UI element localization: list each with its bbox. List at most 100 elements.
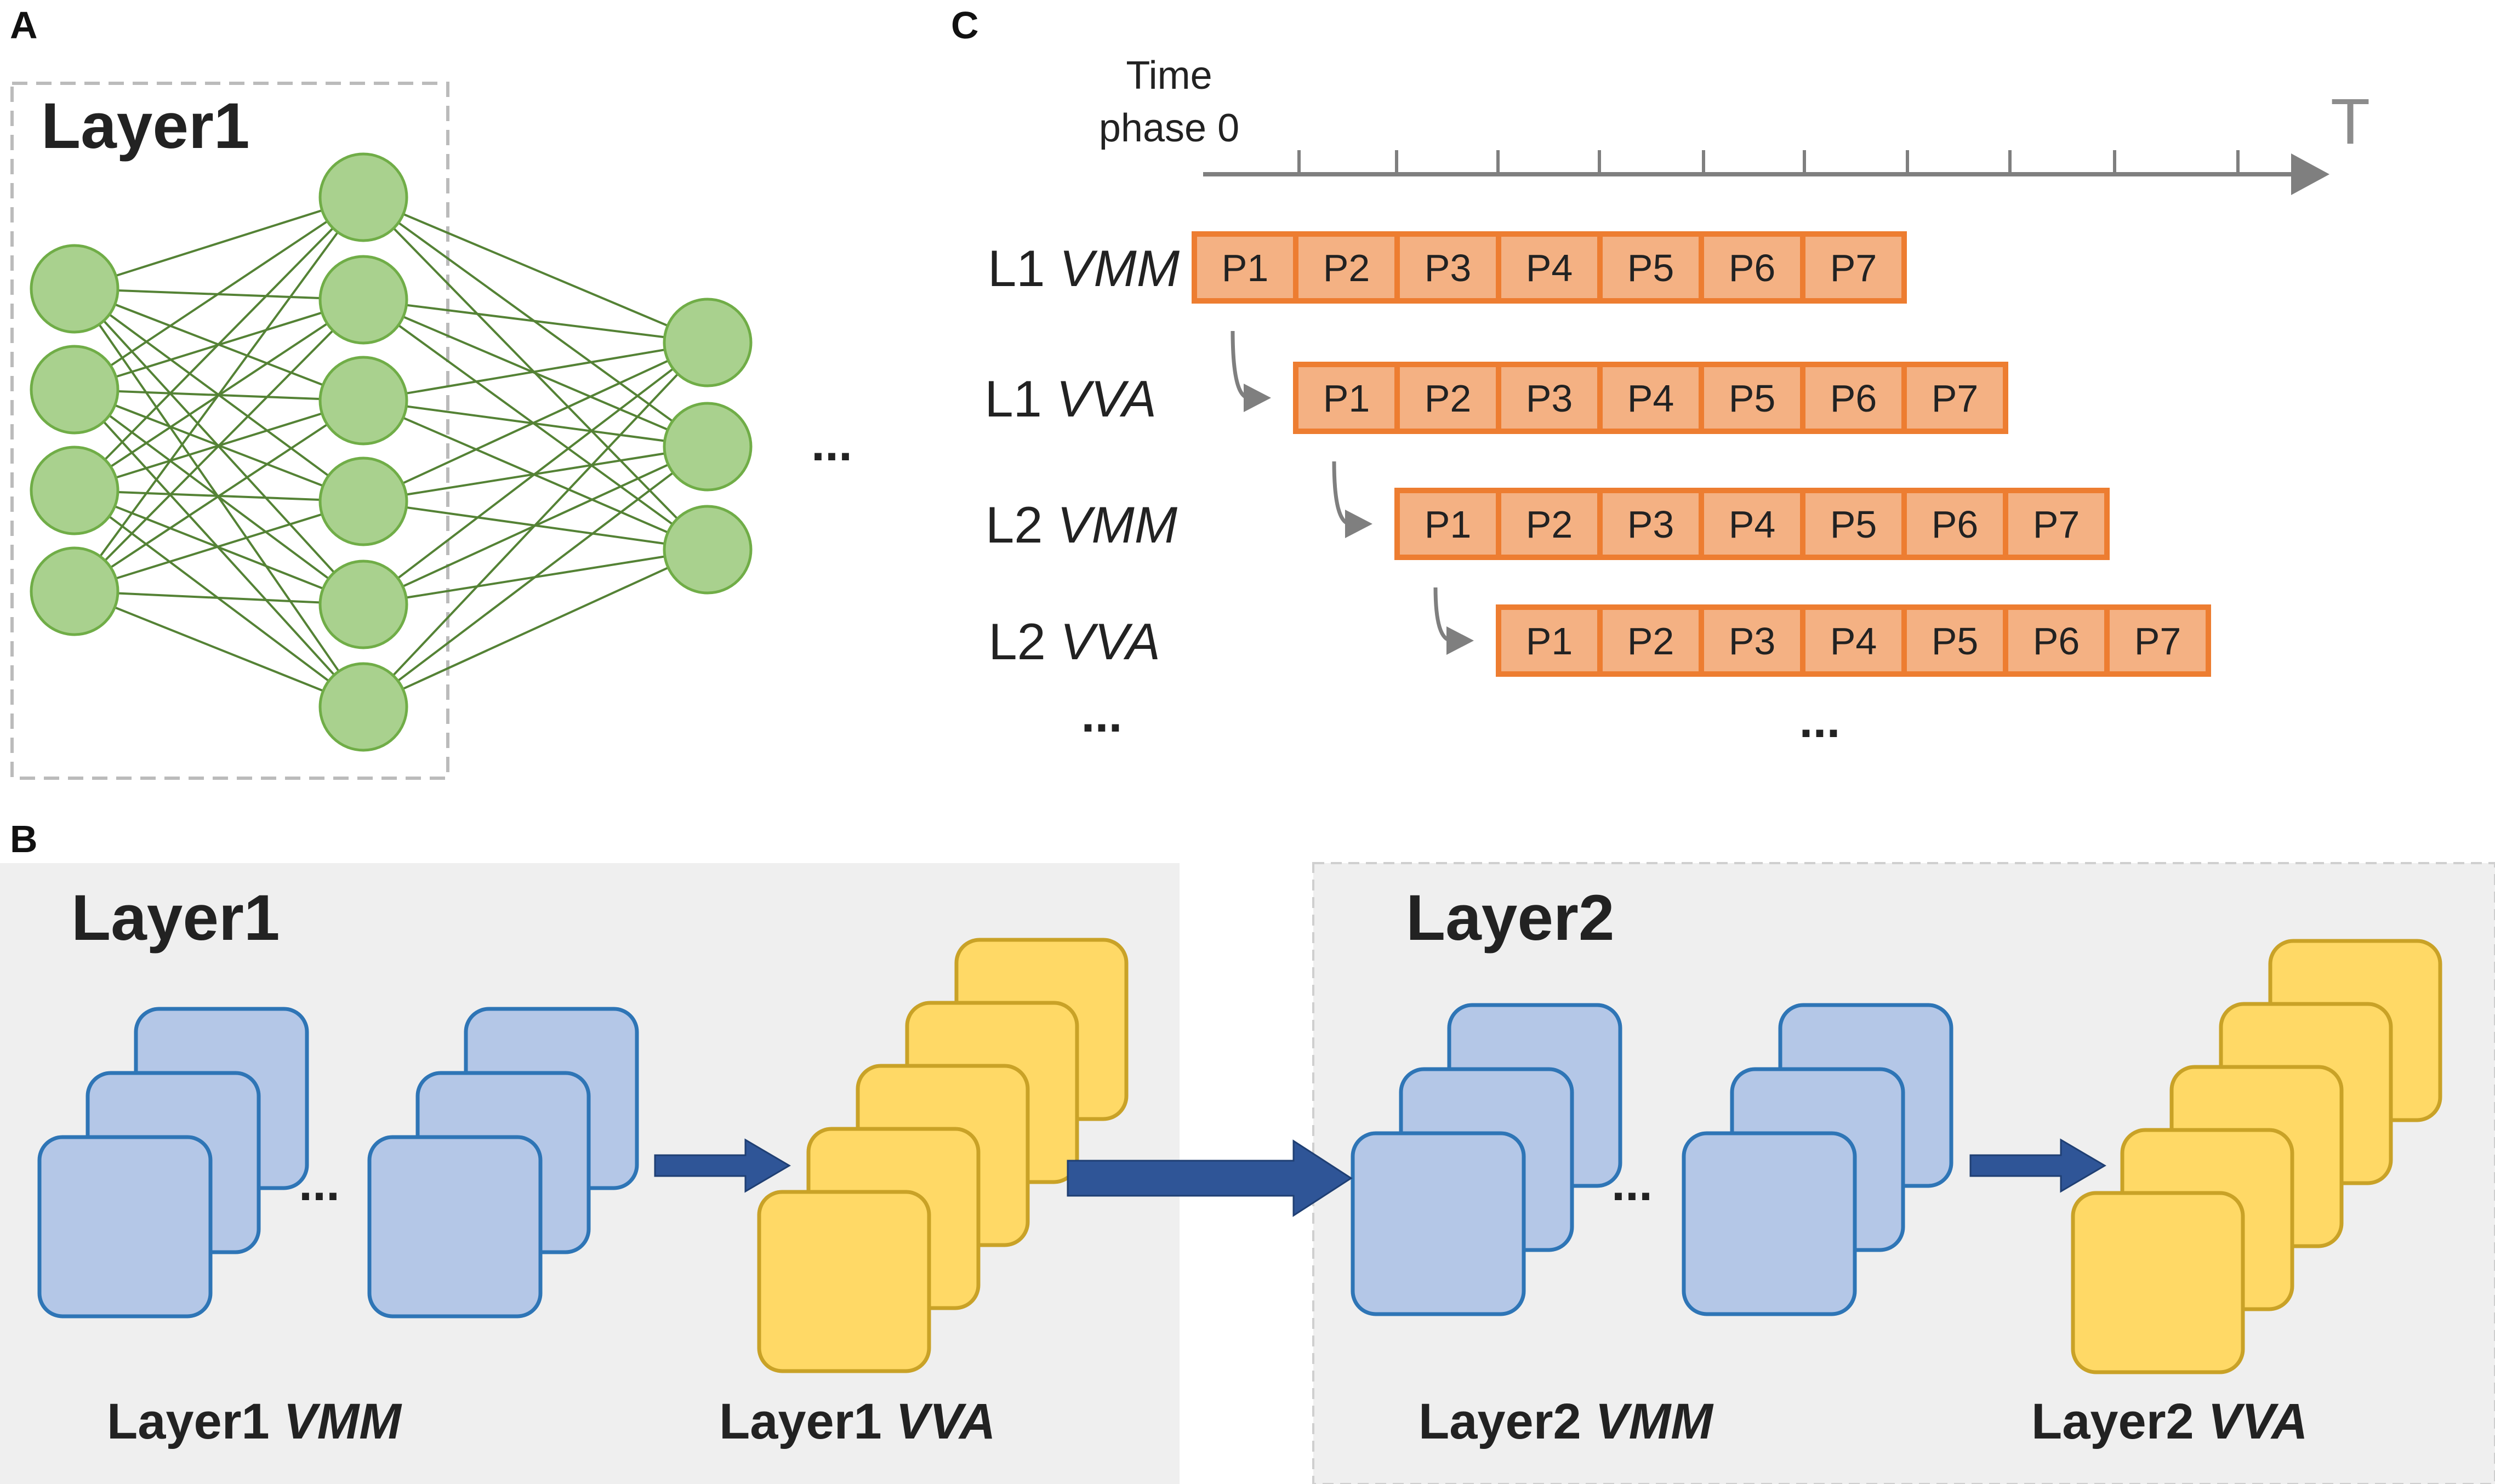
- pipeline-cell-label: P6: [1729, 247, 1776, 289]
- network-edge: [363, 196, 708, 344]
- pipeline-cell-label: P2: [1627, 620, 1674, 663]
- layer1-vva-caption: Layer1 VVA: [719, 1394, 996, 1449]
- pipeline-row-label: L2 VVA: [988, 613, 1160, 670]
- pipeline-cell: [2008, 610, 2104, 671]
- feature-map: [1351, 1131, 1526, 1316]
- network-node: [663, 402, 753, 492]
- panel-b-letter: B: [10, 818, 38, 860]
- pipeline-row-label: L2 VMM: [986, 496, 1178, 553]
- pipeline-cell-label: P5: [1932, 620, 1979, 663]
- layer2-vmm-caption: Layer2 VMM: [1419, 1394, 1714, 1449]
- network-edge: [362, 446, 709, 708]
- pipeline-cell: [1603, 367, 1699, 429]
- panel-c-letter: C: [951, 4, 979, 47]
- pipeline-cell: [1907, 610, 2003, 671]
- pipeline-cell: [1298, 237, 1394, 298]
- pipeline-cell: [1501, 237, 1597, 298]
- panel-b: B Layer1 Layer2 ... ... Layer1 VMM Layer…: [0, 818, 2495, 1484]
- pipeline-cell-label: P3: [1425, 247, 1472, 289]
- pipeline-cell: [1704, 237, 1800, 298]
- pipeline-cell-label: P7: [1932, 377, 1979, 420]
- network-node: [30, 546, 119, 636]
- pipeline-cell: [1704, 610, 1800, 671]
- time-axis: Time phase 0 T: [1099, 54, 2370, 195]
- network-node: [318, 560, 408, 649]
- pipeline-ellipsis: ...: [1799, 693, 1840, 748]
- layer2-group-title: Layer2: [1406, 882, 1615, 954]
- layer2-vva-stack: [2071, 939, 2442, 1374]
- feature-map: [757, 1190, 931, 1373]
- pipeline-cell-label: P2: [1425, 377, 1472, 420]
- pipeline-cell-label: P1: [1323, 377, 1370, 420]
- pipeline-cell-label: P6: [1830, 377, 1877, 420]
- layer1-vmm-stack-left: [37, 1007, 309, 1319]
- time-axis-arrowhead: [2291, 153, 2329, 195]
- pipeline-cell: [1805, 493, 1901, 555]
- network-edge: [73, 299, 364, 592]
- pipeline-connector-arrowhead: [1446, 626, 1474, 655]
- pipeline-cell: [2008, 493, 2104, 555]
- pipeline-cell-label: P5: [1830, 503, 1877, 546]
- pipeline-connector-arrowhead: [1244, 384, 1271, 412]
- pipeline-cell-label: P2: [1323, 247, 1370, 289]
- layer1-vmm-caption: Layer1 VMM: [107, 1394, 402, 1449]
- network-edge: [74, 196, 364, 290]
- network-edges: [73, 196, 709, 708]
- pipeline-cell: [1805, 237, 1901, 298]
- pipeline-connector-arrowhead: [1345, 510, 1372, 538]
- pipeline-cell: [1501, 610, 1597, 671]
- network-node: [318, 152, 408, 242]
- network-edge: [363, 341, 708, 402]
- network-edge: [74, 590, 364, 708]
- layer1-to-layer2-arrow: [1067, 1139, 1353, 1217]
- pipeline-cell-label: P1: [1425, 503, 1472, 546]
- network-edge: [362, 341, 709, 606]
- pipeline-cell: [1501, 367, 1597, 429]
- panel-a: A Layer1 ...: [10, 4, 852, 780]
- pipeline-cell-label: P6: [1932, 503, 1979, 546]
- pipeline-row-label: L1 VMM: [988, 239, 1180, 297]
- panel-a-letter: A: [10, 4, 38, 47]
- layer1-vmm-ellipsis: ...: [299, 1156, 340, 1211]
- pipeline-row-label: L1 VVA: [984, 370, 1157, 427]
- pipeline-connectors: [1231, 330, 1474, 655]
- vmm-to-vva-arrow-layer1: [654, 1138, 791, 1193]
- pipeline-cell: [1907, 367, 2003, 429]
- row-labels-ellipsis: ...: [1081, 688, 1122, 743]
- pipeline-cell-label: P3: [1627, 503, 1674, 546]
- pipeline-cell-label: P4: [1526, 247, 1573, 289]
- network-edge: [363, 299, 708, 344]
- pipeline-cell-label: P1: [1526, 620, 1573, 663]
- time-axis-start-label-line2: phase 0: [1099, 106, 1239, 150]
- pipeline-cell-label: P7: [2134, 620, 2181, 663]
- pipeline-cell-label: P6: [2033, 620, 2080, 663]
- network-edge: [363, 549, 708, 708]
- panel-b-stacks: [37, 938, 2442, 1374]
- pipeline-cell: [1400, 493, 1496, 555]
- network-node: [30, 345, 119, 435]
- row-label-op: VMM: [1057, 496, 1178, 553]
- network-node: [663, 505, 753, 595]
- pipeline-cell: [2110, 610, 2206, 671]
- layer1-vmm-stack-right: [367, 1007, 639, 1319]
- pipeline-cell-label: P7: [2033, 503, 2080, 546]
- pipeline-cell-label: P4: [1729, 503, 1776, 546]
- pipeline-cell-label: P3: [1729, 620, 1776, 663]
- layer1-vva-stack: [757, 938, 1129, 1373]
- row-label-op: VVA: [1056, 370, 1157, 427]
- time-axis-start-label-line1: Time: [1126, 54, 1212, 98]
- pipeline-cell-label: P3: [1526, 377, 1573, 420]
- network-node: [318, 255, 408, 345]
- network-edge: [363, 399, 708, 448]
- layer2-vmm-stack-right: [1682, 1003, 1953, 1316]
- layer2-vva-caption: Layer2 VVA: [2031, 1394, 2308, 1449]
- pipeline-cell: [1501, 493, 1597, 555]
- row-label-prefix: L2: [988, 613, 1060, 670]
- network-edge: [74, 500, 364, 592]
- feature-map: [367, 1135, 543, 1319]
- feature-map: [2071, 1191, 2245, 1374]
- row-label-op: VVA: [1060, 613, 1160, 670]
- pipeline-cell: [1400, 367, 1496, 429]
- row-label-op: VMM: [1059, 239, 1180, 297]
